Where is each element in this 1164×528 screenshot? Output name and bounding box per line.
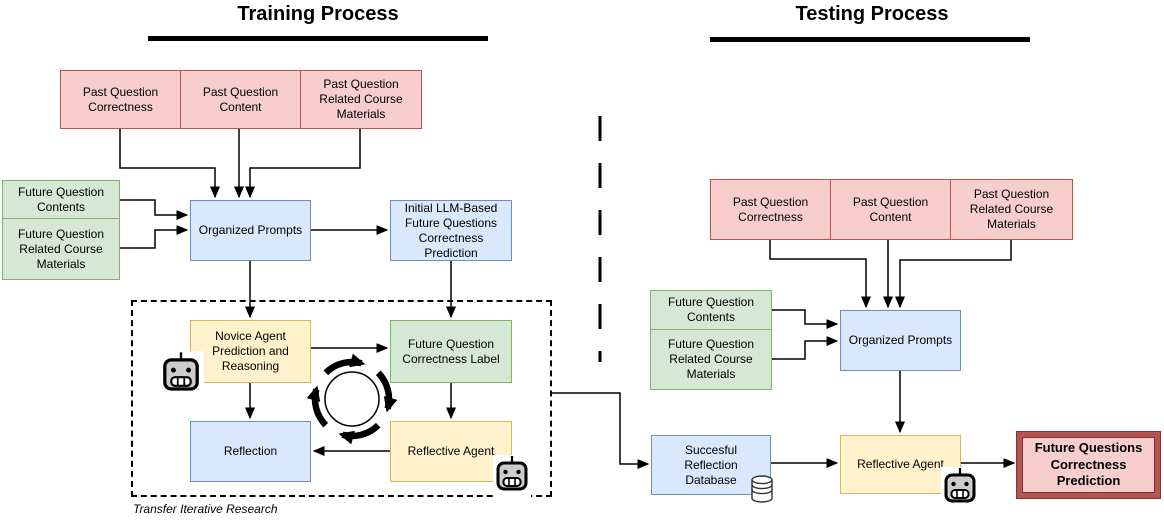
node-reflection: Reflection <box>190 421 311 482</box>
arrow <box>772 309 837 324</box>
testing-future-inputs-group: Future Question Contents Future Question… <box>650 290 772 390</box>
node-initial-llm-prediction: Initial LLM-Based Future Questions Corre… <box>390 200 512 261</box>
node-training-organized-prompts: Organized Prompts <box>190 200 311 261</box>
node-reflection-database: Succesful Reflection Database <box>651 435 771 495</box>
node-correctness-label: Future Question Correctness Label <box>390 320 512 383</box>
transfer-iterative-research-frame <box>131 300 552 497</box>
node-training-past-correctness: Past Question Correctness <box>60 70 181 129</box>
training-future-inputs-group: Future Question Contents Future Question… <box>2 180 120 280</box>
training-past-inputs-group: Past Question Correctness Past Question … <box>60 70 422 129</box>
node-testing-reflective-agent: Reflective Agent <box>840 435 961 494</box>
node-training-past-materials: Past Question Related Course Materials <box>300 70 422 129</box>
transfer-iterative-research-caption: Transfer Iterative Research <box>133 502 278 516</box>
arrow <box>900 240 1012 307</box>
arrow <box>250 129 361 197</box>
training-title: Training Process <box>237 3 399 25</box>
node-testing-past-materials: Past Question Related Course Materials <box>950 179 1073 240</box>
testing-past-inputs-group: Past Question Correctness Past Question … <box>710 179 1073 240</box>
arrow <box>119 129 215 197</box>
node-testing-past-correctness: Past Question Correctness <box>710 179 831 240</box>
node-testing-organized-prompts: Organized Prompts <box>840 310 961 371</box>
node-training-reflective-agent: Reflective Agent <box>390 421 512 482</box>
arrow <box>769 240 866 307</box>
node-novice-agent: Novice Agent Prediction and Reasoning <box>190 320 311 383</box>
arrow <box>552 392 648 464</box>
testing-title: Testing Process <box>795 3 949 25</box>
node-testing-past-content: Past Question Content <box>830 179 951 240</box>
arrow <box>120 230 187 249</box>
arrow <box>772 341 837 360</box>
node-final-prediction: Future Questions Correctness Prediction <box>1017 432 1160 498</box>
arrow <box>120 199 187 215</box>
node-testing-future-contents: Future Question Contents <box>650 290 772 330</box>
training-title-rule <box>148 36 488 41</box>
node-training-future-materials: Future Question Related Course Materials <box>2 218 120 280</box>
testing-title-rule <box>710 37 1030 42</box>
node-testing-future-materials: Future Question Related Course Materials <box>650 329 772 390</box>
node-training-future-contents: Future Question Contents <box>2 180 120 219</box>
node-training-past-content: Past Question Content <box>180 70 301 129</box>
